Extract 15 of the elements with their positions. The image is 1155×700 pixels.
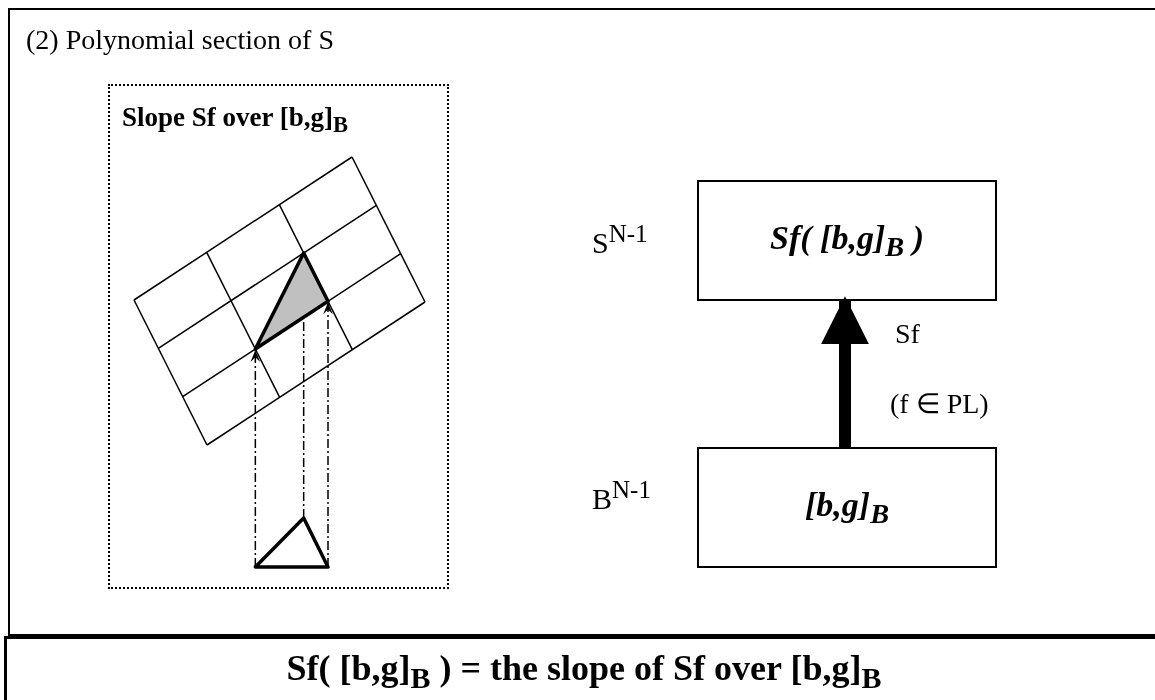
formula-bar bbox=[4, 636, 1155, 700]
arrow bbox=[821, 296, 869, 447]
box bbox=[697, 180, 997, 301]
space-label: B$^{N-1}$ bbox=[592, 476, 651, 516]
condition-note: (f ∈ PL) bbox=[890, 387, 989, 420]
box-text: [b,g]$_{B}$ bbox=[804, 485, 890, 530]
box-text: Sf( [b,g]$_{B}$ ) bbox=[770, 218, 924, 263]
box bbox=[697, 447, 997, 568]
dotted-frame bbox=[108, 84, 449, 589]
panel-title: (2) Polynomial section of S bbox=[26, 24, 334, 56]
frame-heading: Slope Sf over [b,g]$_{B}$ bbox=[122, 102, 349, 139]
edge-label: Sf bbox=[895, 318, 920, 350]
section-panel bbox=[8, 8, 1155, 636]
formula-text: Sf( [b,g]$_{B}$ ) = the slope of Sf over [b,g]$_{B}$ bbox=[286, 646, 882, 696]
space-label: S$^{N-1}$ bbox=[592, 220, 648, 260]
